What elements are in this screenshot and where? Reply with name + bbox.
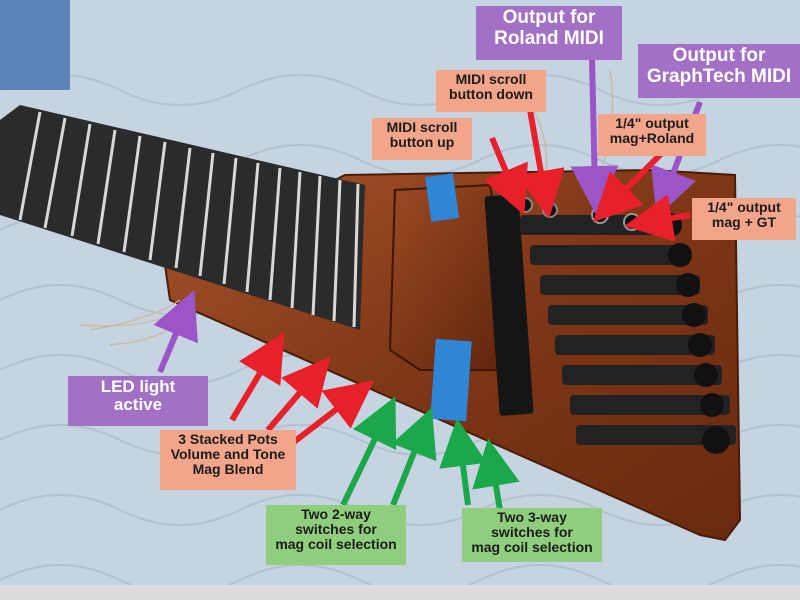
label-led-light: LED light active <box>68 376 208 426</box>
box-corner <box>0 0 70 90</box>
blue-tape-top <box>425 173 460 222</box>
blue-tape-bottom <box>430 338 472 422</box>
floor-strip <box>0 585 800 600</box>
frets <box>18 111 360 328</box>
annotation-arrows <box>153 57 703 511</box>
label-two-2way-switches: Two 2-way switches for mag coil selectio… <box>266 505 406 565</box>
label-output-graphtech: Output for GraphTech MIDI <box>638 44 800 98</box>
label-output-mag-gt: 1/4" output mag + GT <box>692 198 796 240</box>
label-output-roland: Output for Roland MIDI <box>476 6 622 60</box>
label-two-3way-switches: Two 3-way switches for mag coil selectio… <box>462 508 602 562</box>
tuners <box>520 213 736 454</box>
label-stacked-pots: 3 Stacked Pots Volume and Tone Mag Blend <box>160 430 296 490</box>
label-midi-scroll-down: MIDI scroll button down <box>436 70 546 112</box>
label-midi-scroll-up: MIDI scroll button up <box>372 118 472 160</box>
label-output-mag-roland: 1/4" output mag+Roland <box>598 114 706 156</box>
pickup <box>484 194 534 416</box>
